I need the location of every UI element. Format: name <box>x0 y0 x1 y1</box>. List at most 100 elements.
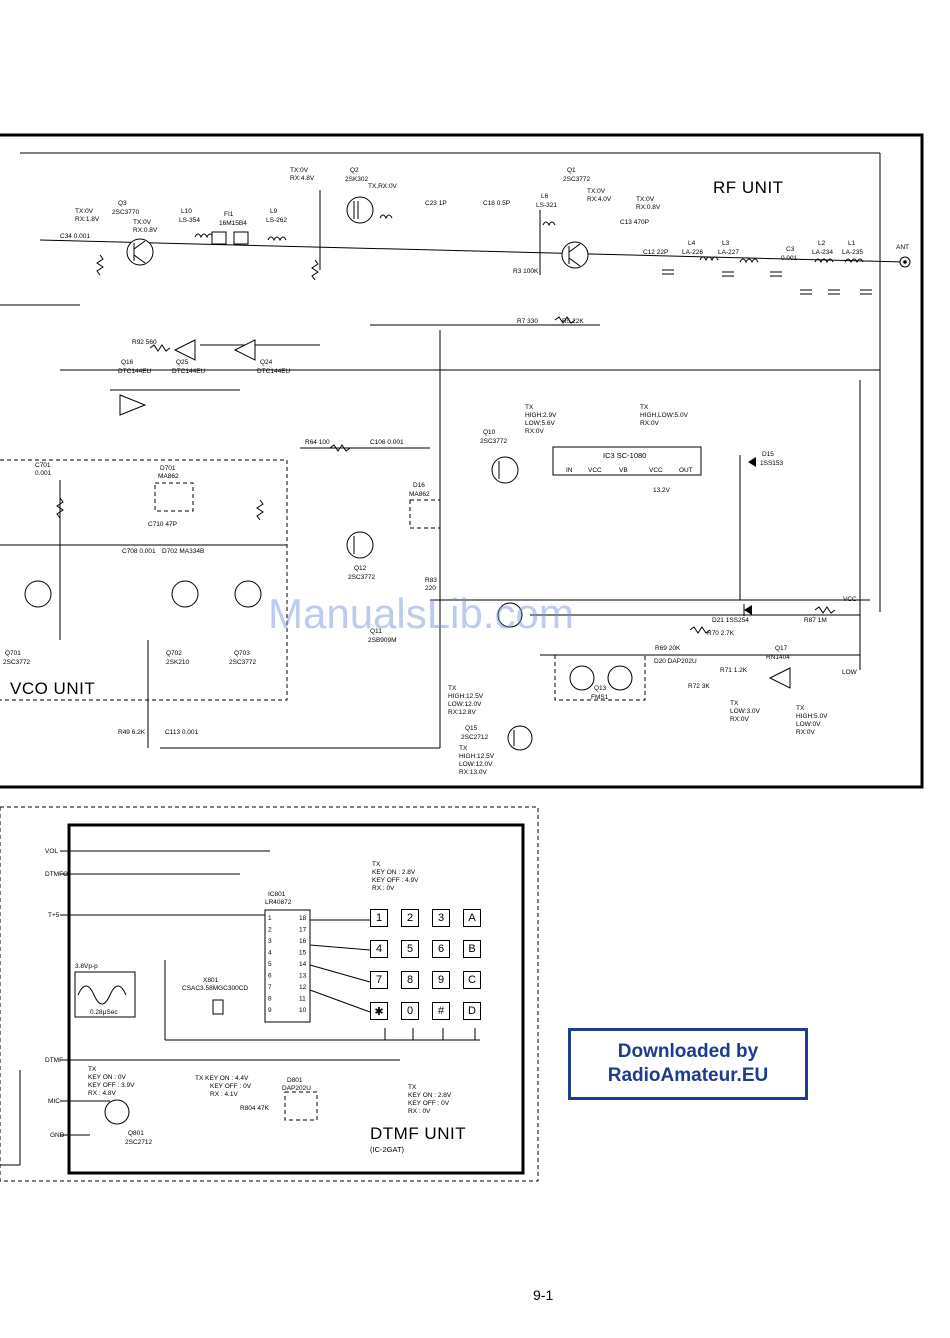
svg-text:L9: L9 <box>270 208 278 215</box>
svg-text:2SC3772: 2SC3772 <box>480 438 507 445</box>
svg-text:C106 0.001: C106 0.001 <box>370 439 404 446</box>
svg-text:LA-226: LA-226 <box>682 249 703 256</box>
transistor-q1: Q1 2SC3772 <box>561 167 590 269</box>
svg-text:R5 22K: R5 22K <box>562 318 584 325</box>
keypad-key: 5 <box>401 940 419 958</box>
svg-text:FMS1: FMS1 <box>591 694 609 701</box>
svg-text:TX: TX <box>525 404 534 411</box>
svg-text:VCC: VCC <box>588 467 602 474</box>
svg-text:LOW:0V: LOW:0V <box>796 721 821 728</box>
svg-text:Q3: Q3 <box>118 200 127 207</box>
dtmf-transistor-q801: Q801 2SC2712 <box>104 1099 152 1146</box>
badge-line1: Downloaded by <box>617 1041 759 1062</box>
ic801-pin-right: 11 <box>299 996 306 1003</box>
svg-text:VOL: VOL <box>45 848 58 855</box>
svg-text:TX:0V: TX:0V <box>636 196 655 203</box>
page-number: 9-1 <box>533 1287 554 1303</box>
svg-text:D15: D15 <box>762 451 774 458</box>
svg-text:IN: IN <box>566 467 573 474</box>
svg-text:D701: D701 <box>160 465 176 472</box>
svg-text:KEY ON : 2.8V: KEY ON : 2.8V <box>408 1092 452 1099</box>
keypad-key: 6 <box>432 940 450 958</box>
svg-text:2SC3770: 2SC3770 <box>112 209 139 216</box>
ic801-pin-left: 8 <box>268 996 272 1003</box>
transistor-pair-q13: Q13 FMS1 <box>554 654 646 701</box>
rf-diodes: D21 1SS254 D15 1SS153 D16 MA862 D20 DAP2… <box>154 451 784 665</box>
svg-text:13.2V: 13.2V <box>653 487 671 494</box>
svg-text:VCC: VCC <box>649 467 663 474</box>
svg-text:R83: R83 <box>425 577 437 584</box>
svg-text:Q24: Q24 <box>260 359 273 366</box>
ic801-pin-right: 14 <box>299 961 307 968</box>
svg-text:LOW:3.0V: LOW:3.0V <box>730 708 761 715</box>
dtmf-crystal: X801 CSAC3.58MGC300CD <box>182 977 248 1015</box>
keypad-key: 2 <box>401 909 419 927</box>
svg-text:Q25: Q25 <box>176 359 189 366</box>
ic3-power-module: IC3 SC-1080 IN VCC VB VCC OUT <box>552 446 702 476</box>
keypad-key: 7 <box>370 971 388 989</box>
svg-text:C708 0.001: C708 0.001 <box>122 548 156 555</box>
svg-text:2SC3772: 2SC3772 <box>563 176 590 183</box>
svg-text:D702 MA334B: D702 MA334B <box>162 548 204 555</box>
svg-text:LOW:12.0V: LOW:12.0V <box>459 761 493 768</box>
switching-transistors: Q16 DTC144EU Q25 DTC144EU Q24 DTC144EU <box>118 339 291 416</box>
svg-text:L4: L4 <box>688 240 696 247</box>
svg-text:RX:12.8V: RX:12.8V <box>448 709 476 716</box>
svg-text:RX:4.8V: RX:4.8V <box>290 175 315 182</box>
keypad-key: 3 <box>432 909 450 927</box>
svg-text:C18 0.5P: C18 0.5P <box>483 200 510 207</box>
svg-text:KEY OFF : 0V: KEY OFF : 0V <box>408 1100 450 1107</box>
svg-text:LA-227: LA-227 <box>718 249 739 256</box>
svg-text:LA-234: LA-234 <box>812 249 833 256</box>
svg-text:2SC3772: 2SC3772 <box>3 659 30 666</box>
svg-text:DTMF UNIT: DTMF UNIT <box>370 1124 466 1143</box>
ic801-pin-left: 5 <box>268 961 272 968</box>
svg-text:HIGH,LOW:5.0V: HIGH,LOW:5.0V <box>640 412 689 419</box>
svg-text:2SC2712: 2SC2712 <box>461 734 488 741</box>
svg-text:IC3 SC-1080: IC3 SC-1080 <box>603 451 646 460</box>
keypad-key: D <box>463 1002 481 1020</box>
svg-text:Q801: Q801 <box>128 1130 144 1137</box>
svg-text:L2: L2 <box>818 240 826 247</box>
keypad-key: 9 <box>432 971 450 989</box>
dtmf-waveform: 3.8Vp-p 0.28μSec <box>74 963 136 1018</box>
svg-text:TX: TX <box>640 404 649 411</box>
svg-text:TX: TX <box>796 705 805 712</box>
driver-q17: Q17 RN1404 <box>766 645 791 689</box>
svg-text:RX:0V: RX:0V <box>640 420 659 427</box>
svg-text:T+5: T+5 <box>48 912 60 919</box>
svg-text:R69 20K: R69 20K <box>655 645 681 652</box>
svg-text:0.001: 0.001 <box>35 470 52 477</box>
svg-text:D16: D16 <box>413 482 425 489</box>
svg-text:LR40872: LR40872 <box>265 899 292 906</box>
svg-text:2SC2712: 2SC2712 <box>125 1139 152 1146</box>
keypad-key: 0 <box>401 1002 419 1020</box>
ic801-pin-left: 7 <box>268 984 272 991</box>
svg-text:DTC144EU: DTC144EU <box>172 368 206 375</box>
ic801-pin-left: 2 <box>268 927 272 934</box>
svg-text:TX:0V: TX:0V <box>75 208 94 215</box>
svg-text:VCC: VCC <box>843 596 857 603</box>
svg-text:C23 1P: C23 1P <box>425 200 447 207</box>
rf-unit-title: RF UNIT <box>713 178 783 197</box>
svg-text:RX:13.0V: RX:13.0V <box>459 769 487 776</box>
ic801-pin-right: 16 <box>299 938 307 945</box>
rf-voltage-notes: TX:0V RX:4.8V TX,RX:0V TX:0V RX:1.8V TX:… <box>75 167 858 776</box>
svg-text:TX,RX:0V: TX,RX:0V <box>368 183 398 190</box>
svg-text:Q2: Q2 <box>350 167 359 174</box>
svg-text:TX KEY ON : 4.4V: TX KEY ON : 4.4V <box>195 1075 249 1082</box>
svg-text:Q702: Q702 <box>166 650 182 657</box>
svg-text:VB: VB <box>619 467 628 474</box>
svg-text:2SK302: 2SK302 <box>345 176 369 183</box>
ic801-pin-left: 1 <box>268 915 272 922</box>
svg-text:(IC-2GAT): (IC-2GAT) <box>370 1145 405 1154</box>
keypad-key: B <box>463 940 481 958</box>
svg-text:3.8Vp-p: 3.8Vp-p <box>75 963 98 970</box>
svg-text:L3: L3 <box>722 240 730 247</box>
svg-text:HIGH:2.9V: HIGH:2.9V <box>525 412 557 419</box>
svg-text:GND: GND <box>50 1132 65 1139</box>
svg-text:LS-321: LS-321 <box>536 202 557 209</box>
ic801-pin-right: 12 <box>299 984 307 991</box>
svg-text:C710 47P: C710 47P <box>148 521 177 528</box>
svg-text:TX:0V: TX:0V <box>587 188 606 195</box>
